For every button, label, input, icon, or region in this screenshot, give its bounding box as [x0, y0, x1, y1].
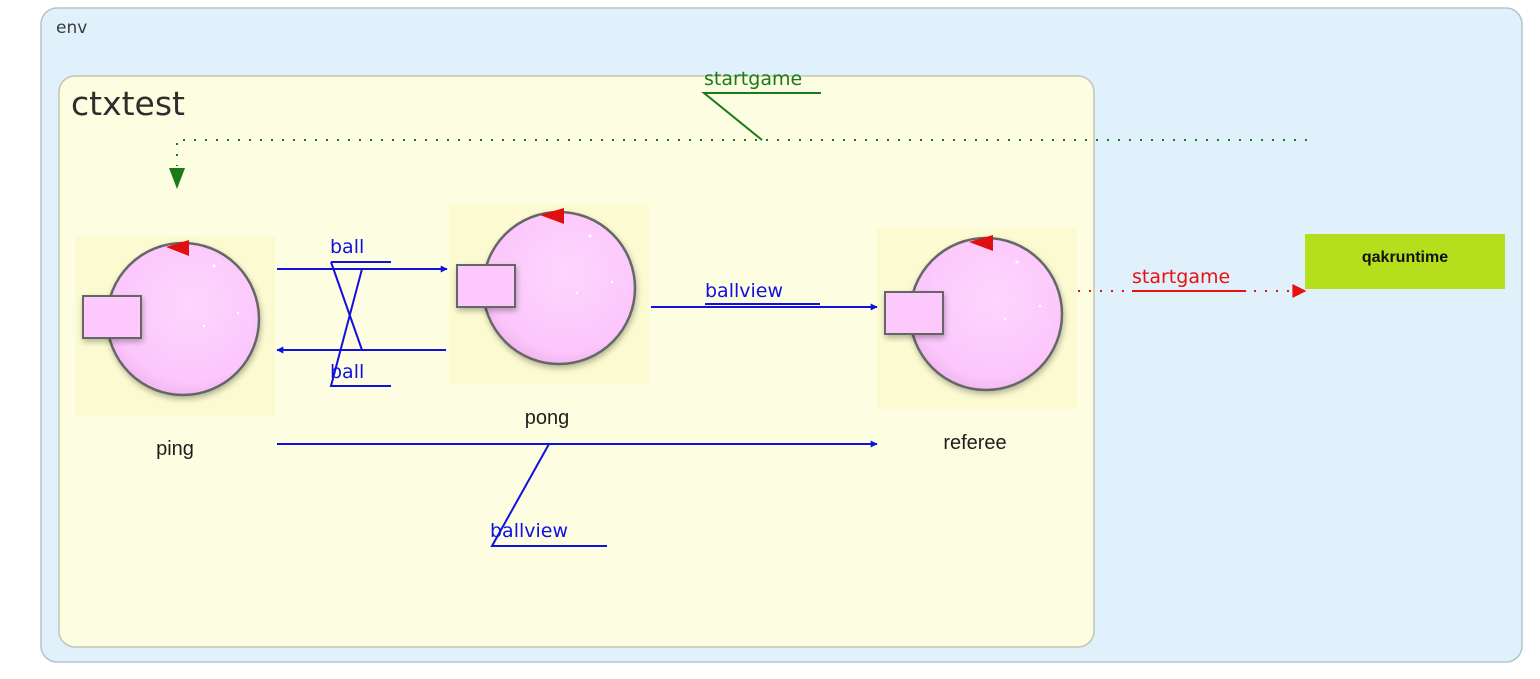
highlight-dot	[1015, 260, 1019, 264]
actor-referee[interactable]: referee	[877, 229, 1077, 454]
edge-startgame-referee-to-runtime[interactable]: startgame	[1078, 266, 1307, 298]
actor-pong[interactable]: pong	[449, 204, 649, 429]
red-triangle-marker-icon	[166, 240, 189, 256]
actor-ping-label: ping	[156, 438, 194, 460]
red-triangle-marker-icon	[969, 235, 993, 251]
ball-pong-to-ping-leader	[330, 261, 363, 351]
actor-port-square-icon	[82, 295, 142, 339]
highlight-dot	[1038, 304, 1042, 308]
ball-pong-to-ping-label: ball	[330, 361, 364, 383]
ballview-ping-to-referee-label: ballview	[490, 520, 568, 542]
external-qakruntime[interactable]: qakruntime	[1305, 234, 1505, 289]
external-qakruntime-label: qakruntime	[1362, 249, 1448, 266]
startgame-event-label: startgame	[704, 68, 802, 90]
edge-ballview-pong-to-referee[interactable]: ballview	[651, 280, 878, 311]
highlight-dot	[575, 291, 579, 295]
highlight-dot	[610, 280, 614, 284]
highlight-dot	[202, 324, 206, 328]
edge-ballview-ping-to-referee[interactable]: ballview	[277, 440, 878, 547]
external-qakruntime-box	[1305, 234, 1505, 289]
edge-ball-ping-to-pong[interactable]: ball	[277, 236, 448, 387]
ballview-pong-to-referee-label: ballview	[705, 280, 783, 302]
actor-referee-label: referee	[943, 432, 1006, 454]
red-triangle-marker-icon	[540, 208, 564, 224]
green-arrowhead-icon	[169, 168, 185, 189]
highlight-dot	[588, 234, 592, 238]
ballview-ping-to-referee-leader	[490, 443, 607, 547]
edge-startgame-event[interactable]: startgame	[169, 68, 1307, 189]
edge-ball-pong-to-ping[interactable]: ball	[276, 261, 446, 383]
actor-port-square-icon	[884, 291, 944, 335]
startgame-referee-to-runtime-label: startgame	[1132, 266, 1230, 288]
highlight-dot	[212, 264, 216, 268]
context-label: ctxtest	[71, 84, 185, 123]
startgame-event-leader	[701, 92, 821, 141]
actor-port-square-icon	[456, 264, 516, 308]
ball-ping-to-pong-leader	[329, 268, 391, 387]
highlight-dot	[236, 311, 240, 315]
env-label: env	[56, 18, 87, 38]
actor-ping[interactable]: ping	[75, 236, 275, 460]
actor-pong-label: pong	[525, 407, 570, 429]
ball-ping-to-pong-label: ball	[330, 236, 364, 258]
highlight-dot	[1003, 317, 1007, 321]
